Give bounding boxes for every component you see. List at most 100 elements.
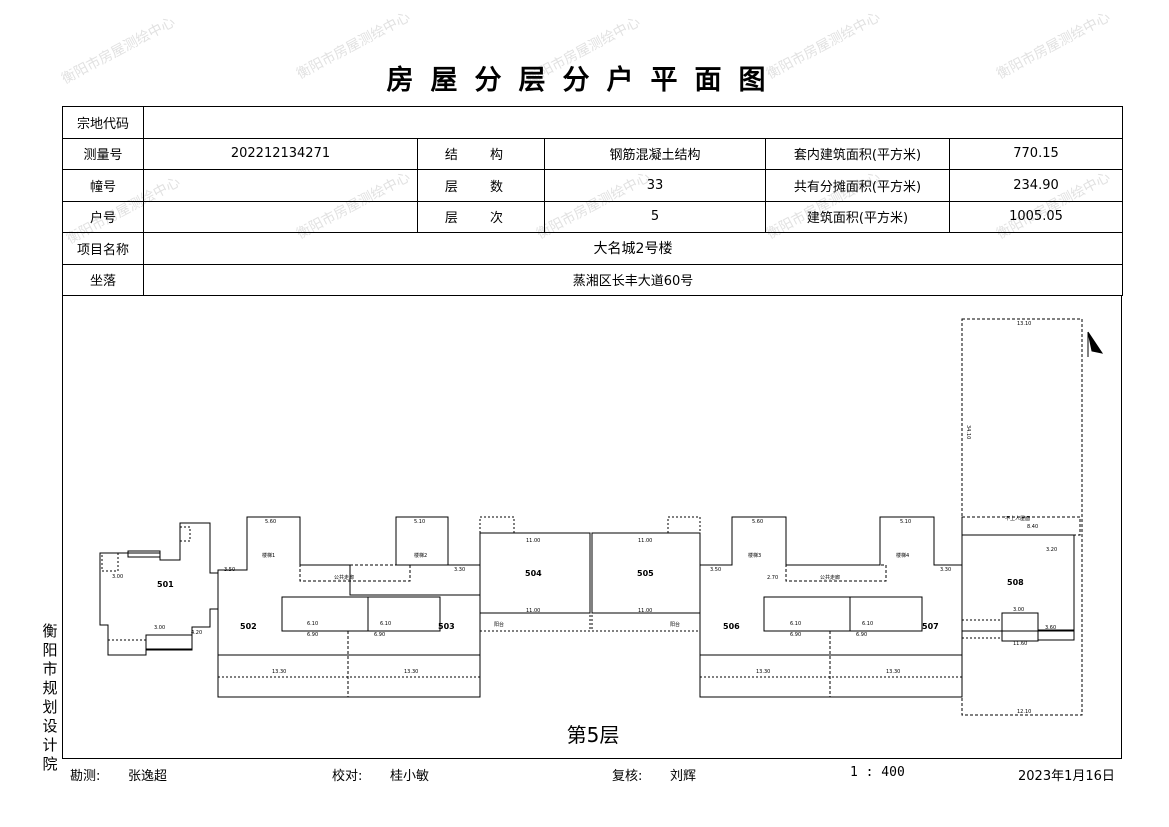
project-value: 大名城2号楼: [143, 232, 1123, 265]
unit-no-value: [143, 200, 418, 233]
build-area-label: 建筑面积(平方米): [765, 200, 950, 233]
dim-label: 11.60: [1013, 641, 1027, 647]
shared-area-value: 234.90: [949, 169, 1123, 202]
balcony-outline: [479, 516, 515, 534]
dim-label: 3.00: [112, 574, 123, 580]
build-area-value: 1005.05: [949, 200, 1123, 233]
unit-label: 507: [922, 622, 939, 631]
surveyor-label: 勘测:: [70, 769, 101, 784]
table-row: 测量号 202212134271 结 构 钢筋混凝土结构 套内建筑面积(平方米)…: [62, 137, 1123, 170]
dim-label: 4.20: [191, 630, 202, 636]
dim-label: 3.50: [224, 567, 235, 573]
building-no-label: 幢号: [62, 169, 144, 202]
table-row: 坐落 蒸湘区长丰大道60号: [62, 263, 1123, 296]
dim-label: 6.90: [374, 632, 385, 638]
dim-label: 11.00: [526, 538, 540, 544]
stair-label: 楼梯3: [748, 552, 761, 559]
balcony-outline: [961, 619, 1003, 639]
roof-outline: [961, 318, 1083, 716]
survey-no-value: 202212134271: [143, 137, 418, 170]
dim-label: 11.00: [638, 538, 652, 544]
date-label: 2023年1月16日: [1018, 769, 1115, 784]
unit-label: 506: [723, 622, 740, 631]
structure-label: 结 构: [417, 137, 545, 170]
north-arrow-icon: [1087, 331, 1104, 357]
zongdi-label: 宗地代码: [62, 106, 144, 139]
floors-label: 层 数: [417, 169, 545, 202]
dim-label: 6.10: [380, 621, 391, 627]
unit-label: 505: [637, 569, 654, 578]
inner-area-value: 770.15: [949, 137, 1123, 170]
dim-label: 3.30: [940, 567, 951, 573]
unit-no-label: 户号: [62, 200, 144, 233]
room-outline: [1001, 612, 1039, 642]
unit-outline: [699, 516, 963, 698]
dim-label: 3.20: [1046, 547, 1057, 553]
window-outline: [127, 550, 161, 558]
survey-no-label: 测量号: [62, 137, 144, 170]
dim-label: 3.00: [1013, 607, 1024, 613]
zongdi-value: [143, 106, 1123, 139]
dim-label: 6.90: [790, 632, 801, 638]
unit-outline: [479, 532, 591, 614]
room-outline: [367, 596, 441, 632]
balcony-outline: [101, 552, 119, 572]
page-title: 房屋分层分户平面图: [386, 65, 783, 96]
unit-outline: [99, 522, 219, 656]
stair-outline: [395, 516, 449, 566]
dim-label: 8.40: [1027, 524, 1038, 530]
unit-label: 504: [525, 569, 542, 578]
dim-label: 3.00: [154, 625, 165, 631]
stair-label: 楼梯4: [896, 552, 909, 559]
shared-area-label: 共有分摊面积(平方米): [765, 169, 950, 202]
reviewer-name: 刘辉: [670, 769, 697, 784]
plan-frame: [62, 295, 1122, 759]
room-outline: [281, 596, 369, 632]
side-organization-label: 衡阳市规划设计院: [42, 622, 58, 773]
room-label: 公共走廊: [334, 574, 354, 581]
table-row: 宗地代码: [62, 106, 1123, 139]
dim-label: 12.10: [1017, 709, 1031, 715]
balcony-outline: [699, 676, 963, 698]
table-row: 户号 层 次 5 建筑面积(平方米) 1005.05: [62, 200, 1123, 233]
table-row: 幢号 层 数 33 共有分摊面积(平方米) 234.90: [62, 169, 1123, 202]
unit-outline: [217, 516, 481, 698]
balcony-outline: [591, 612, 701, 632]
dim-label: 13.30: [886, 669, 900, 675]
dim-label: 11.00: [638, 608, 652, 614]
floor-label: 第5层: [566, 723, 620, 747]
reviewer-label: 复核:: [612, 769, 643, 784]
dim-label: 13.10: [1017, 321, 1031, 327]
room-label: 公共走廊: [820, 574, 840, 581]
balcony-outline: [145, 634, 193, 650]
dim-label: 34.10: [965, 425, 971, 439]
unit-label: 501: [157, 580, 174, 589]
dim-label: 3.50: [710, 567, 721, 573]
unit-label: 503: [438, 622, 455, 631]
location-value: 蒸湘区长丰大道60号: [143, 263, 1123, 296]
balcony-outline: [1037, 629, 1075, 641]
dim-label: 5.60: [752, 519, 763, 525]
floor-level-label: 层 次: [417, 200, 545, 233]
structure-value: 钢筋混凝土结构: [544, 137, 766, 170]
location-label: 坐落: [62, 263, 144, 296]
roof-outline: [961, 516, 1081, 536]
dim-label: 3.30: [454, 567, 465, 573]
floors-value: 33: [544, 169, 766, 202]
dim-label: 13.30: [756, 669, 770, 675]
inner-area-label: 套内建筑面积(平方米): [765, 137, 950, 170]
building-no-value: [143, 169, 418, 202]
balcony-outline: [107, 639, 147, 656]
info-table: 宗地代码 测量号 202212134271 结 构 钢筋混凝土结构 套内建筑面积…: [62, 106, 1123, 296]
dim-label: 11.00: [526, 608, 540, 614]
dim-label: 6.90: [856, 632, 867, 638]
room-outline: [763, 596, 851, 632]
surveyor-name: 张逸超: [128, 769, 168, 784]
floor-level-value: 5: [544, 200, 766, 233]
room-label: 阳台: [670, 621, 680, 628]
dim-label: 13.30: [272, 669, 286, 675]
table-row: 项目名称 大名城2号楼: [62, 232, 1123, 265]
unit-label: 502: [240, 622, 257, 631]
dim-label: 2.70: [767, 575, 778, 581]
dim-label: 6.90: [307, 632, 318, 638]
